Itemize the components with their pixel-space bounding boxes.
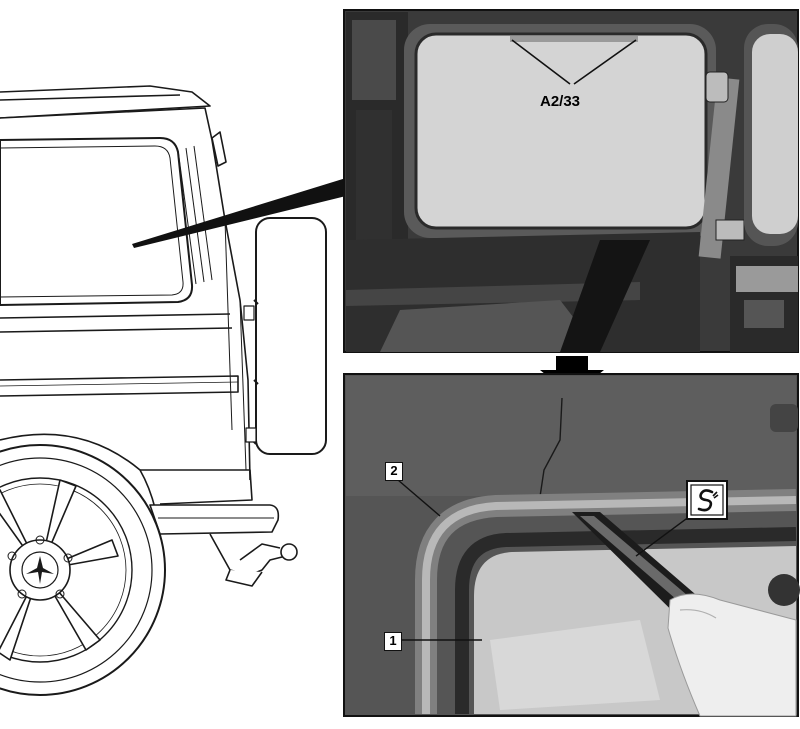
callout-part-2: 2 <box>385 462 403 481</box>
leader-wedge <box>132 178 346 248</box>
photo-top <box>343 9 799 353</box>
label-sensor-a2-33: A2/33 <box>540 93 581 110</box>
vehicle-drawing <box>0 85 327 696</box>
star-emblem-icon <box>26 556 54 584</box>
callout-part-1: 1 <box>384 632 402 651</box>
tool-glyph <box>690 484 724 516</box>
photo-bottom <box>343 373 800 717</box>
special-tool-icon <box>686 480 728 520</box>
